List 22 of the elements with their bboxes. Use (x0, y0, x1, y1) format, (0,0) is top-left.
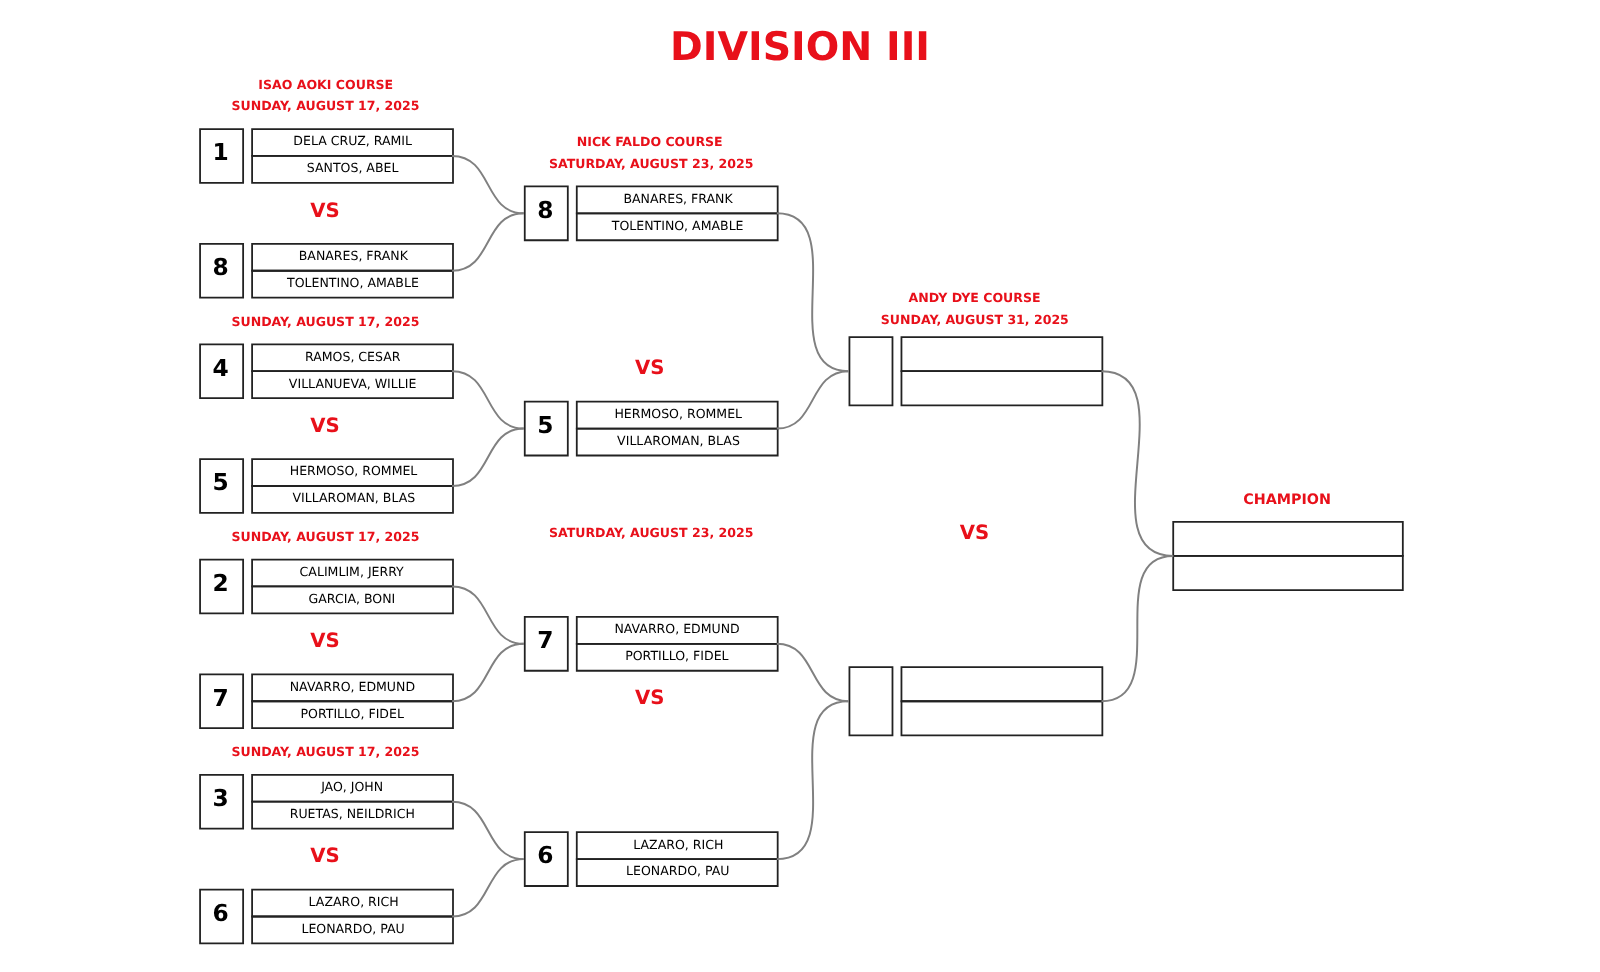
connector (774, 370, 849, 430)
connector (774, 212, 849, 373)
connector (774, 700, 849, 861)
diagram-title: DIVISION III (669, 24, 930, 71)
connector (450, 370, 524, 430)
label: VS (634, 358, 664, 381)
connector (450, 212, 524, 272)
label: VS (958, 523, 989, 546)
connector (450, 800, 524, 861)
label: VS (634, 688, 664, 711)
label: VS (309, 200, 339, 223)
connector (774, 642, 849, 703)
label: VS (309, 846, 339, 869)
connector (450, 642, 524, 703)
connector (450, 427, 524, 487)
connector (1099, 554, 1174, 703)
connector (450, 585, 524, 645)
connector (450, 154, 524, 215)
label: VS (309, 631, 339, 654)
connector (450, 858, 524, 918)
node-label: CHAMPION (1242, 489, 1330, 508)
label: VS (309, 415, 339, 438)
